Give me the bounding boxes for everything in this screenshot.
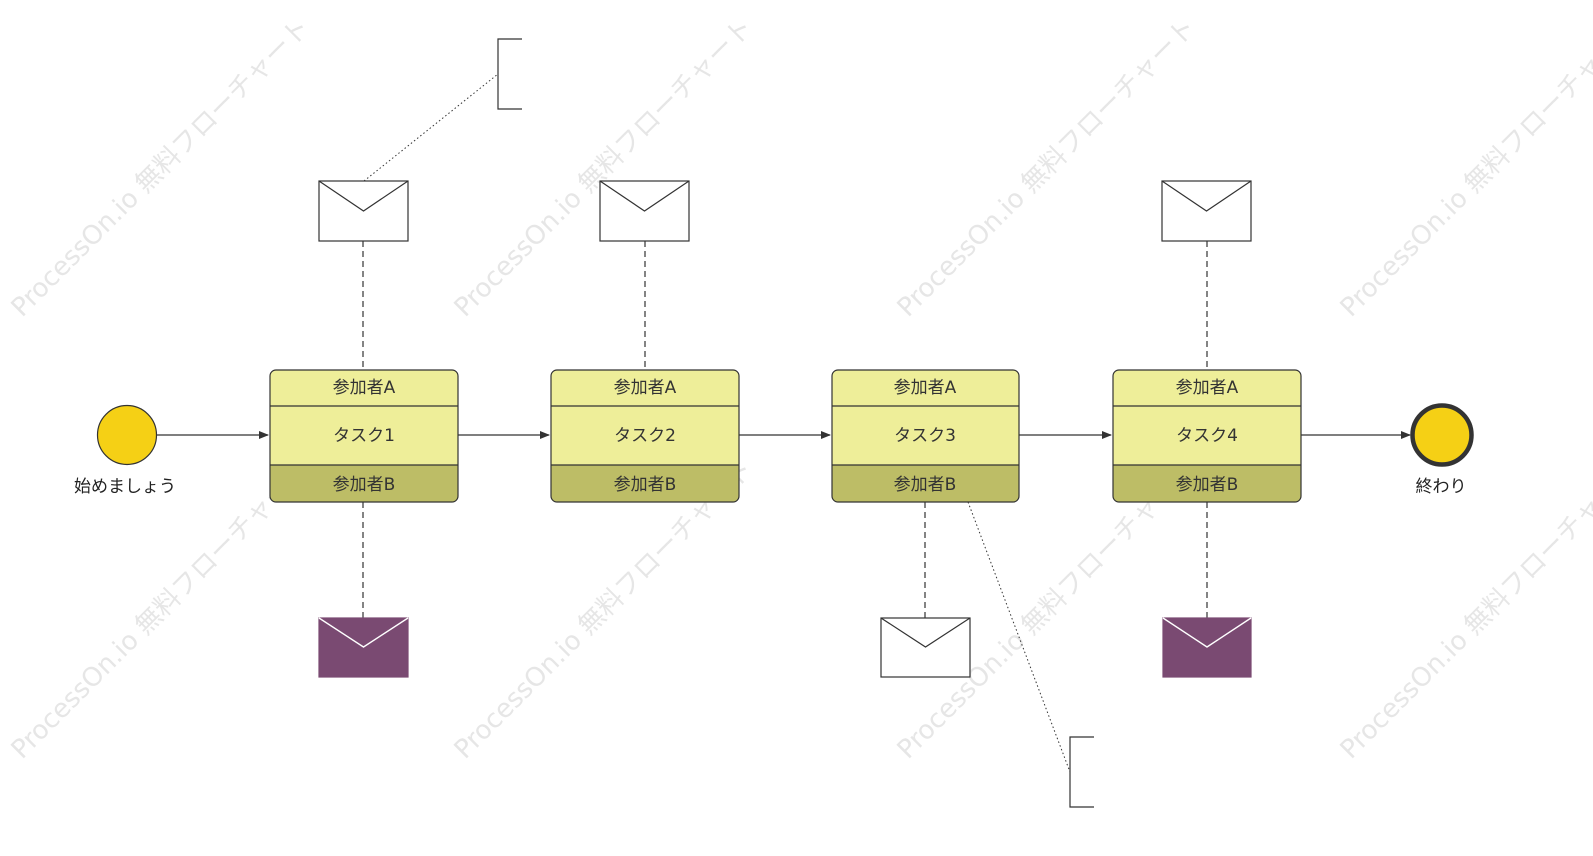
watermark-text: ProcessOn.io 無料フローチャート: [6, 455, 316, 765]
annotation-association-1[interactable]: [363, 73, 499, 182]
annotation-links: [363, 73, 1071, 773]
watermark-text: ProcessOn.io 無料フローチャート: [6, 13, 316, 323]
watermark-text: ProcessOn.io 無料フローチャート: [892, 13, 1202, 323]
message-links: [362, 241, 1208, 618]
task-participant-bottom: 参加者B: [894, 475, 957, 495]
tasks: 参加者A タスク1 参加者B 参加者A タスク2 参加者B 参加者A タスク3 …: [269, 369, 1302, 503]
envelope-icon[interactable]: [1161, 180, 1252, 242]
task-participant-bottom: 参加者B: [614, 475, 677, 495]
envelope-icon[interactable]: [318, 180, 409, 242]
task-participant-bottom: 参加者B: [333, 475, 396, 495]
task-2[interactable]: 参加者A タスク2 参加者B: [550, 369, 740, 503]
task-participant-top: 参加者A: [1176, 378, 1239, 398]
task-1[interactable]: 参加者A タスク1 参加者B: [269, 369, 459, 503]
envelope-icon[interactable]: [599, 180, 690, 242]
task-footer: [832, 465, 1019, 502]
task-participant-bottom: 参加者B: [1176, 475, 1239, 495]
text-annotation-bracket-1[interactable]: [497, 38, 522, 110]
task-name: タスク4: [1176, 426, 1238, 446]
task-header: [270, 370, 458, 465]
watermark-layer: ProcessOn.io 無料フローチャート ProcessOn.io 無料フロ…: [6, 13, 1593, 765]
task-participant-top: 参加者A: [614, 378, 677, 398]
task-4[interactable]: 参加者A タスク4 参加者B: [1112, 369, 1302, 503]
envelope-icon[interactable]: [880, 617, 971, 678]
text-annotations: [497, 38, 1094, 808]
task-participant-top: 参加者A: [333, 378, 396, 398]
task-border: [550, 369, 740, 503]
task-border: [1112, 369, 1302, 503]
watermark-text: ProcessOn.io 無料フローチャート: [1335, 13, 1593, 323]
start-event-circle[interactable]: [96, 404, 158, 466]
task-name: タスク1: [333, 426, 395, 446]
watermark-text: ProcessOn.io 無料フローチャート: [449, 13, 759, 323]
task-header: [832, 370, 1019, 465]
task-header: [1113, 370, 1301, 465]
task-border: [269, 369, 459, 503]
end-event-label: 終わり: [1416, 477, 1467, 497]
events: 始めましょう 終わり: [74, 403, 1474, 497]
end-event-circle[interactable]: [1410, 403, 1474, 467]
envelope-icon[interactable]: [318, 617, 409, 678]
envelope-icon[interactable]: [1162, 617, 1252, 678]
watermark-text: ProcessOn.io 無料フローチャート: [1335, 455, 1593, 765]
messages: [318, 180, 1252, 678]
task-3[interactable]: 参加者A タスク3 参加者B: [831, 369, 1020, 503]
task-footer: [1113, 465, 1301, 502]
task-header: [551, 370, 739, 465]
task-name: タスク3: [894, 426, 956, 446]
task-name: タスク2: [614, 426, 676, 446]
task-footer: [270, 465, 458, 502]
task-footer: [551, 465, 739, 502]
start-event-label: 始めましょう: [74, 477, 176, 497]
text-annotation-bracket-2[interactable]: [1069, 736, 1094, 808]
task-participant-top: 参加者A: [894, 378, 957, 398]
task-border: [831, 369, 1020, 503]
annotation-association-2[interactable]: [967, 501, 1071, 773]
